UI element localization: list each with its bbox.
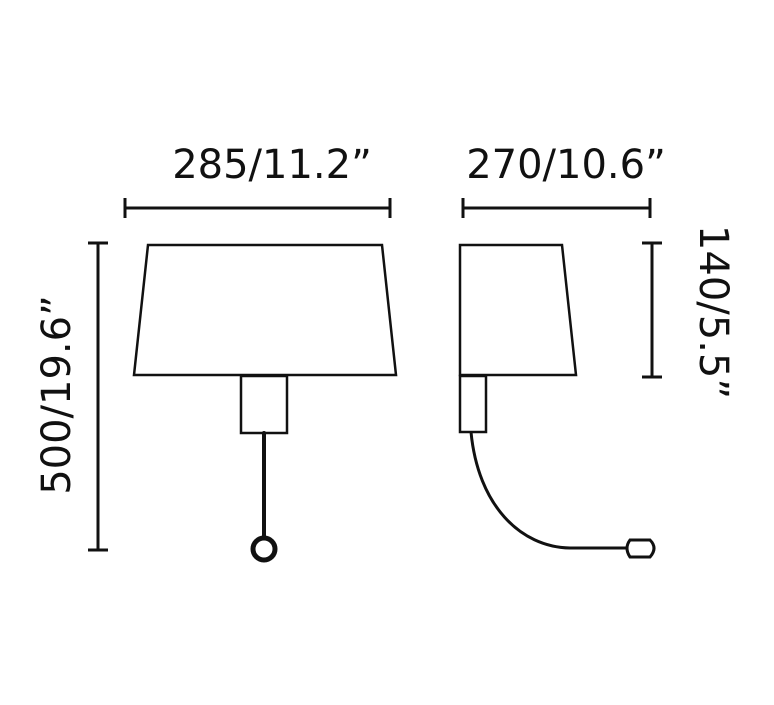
front-switch-ring — [250, 535, 278, 563]
front-width-label: 285/11.2” — [172, 142, 372, 188]
side-wall-mount — [458, 374, 488, 434]
front-view: 285/11.2” 500/19.6” — [34, 142, 398, 563]
shade-height-dimension-line — [642, 241, 662, 379]
front-lampshade — [132, 243, 398, 377]
side-lampshade — [458, 243, 578, 377]
shade-height-label: 140/5.5” — [690, 225, 736, 399]
total-height-dimension-line — [88, 241, 108, 552]
side-depth-dimension-line — [461, 198, 652, 218]
side-depth-label: 270/10.6” — [466, 142, 666, 188]
side-switch — [625, 538, 656, 559]
front-width-dimension-line — [123, 198, 392, 218]
total-height-label: 500/19.6” — [34, 295, 80, 495]
front-wall-mount — [239, 374, 289, 435]
side-cord — [469, 431, 628, 550]
side-view: 270/10.6” 140/5.5” — [458, 142, 736, 559]
